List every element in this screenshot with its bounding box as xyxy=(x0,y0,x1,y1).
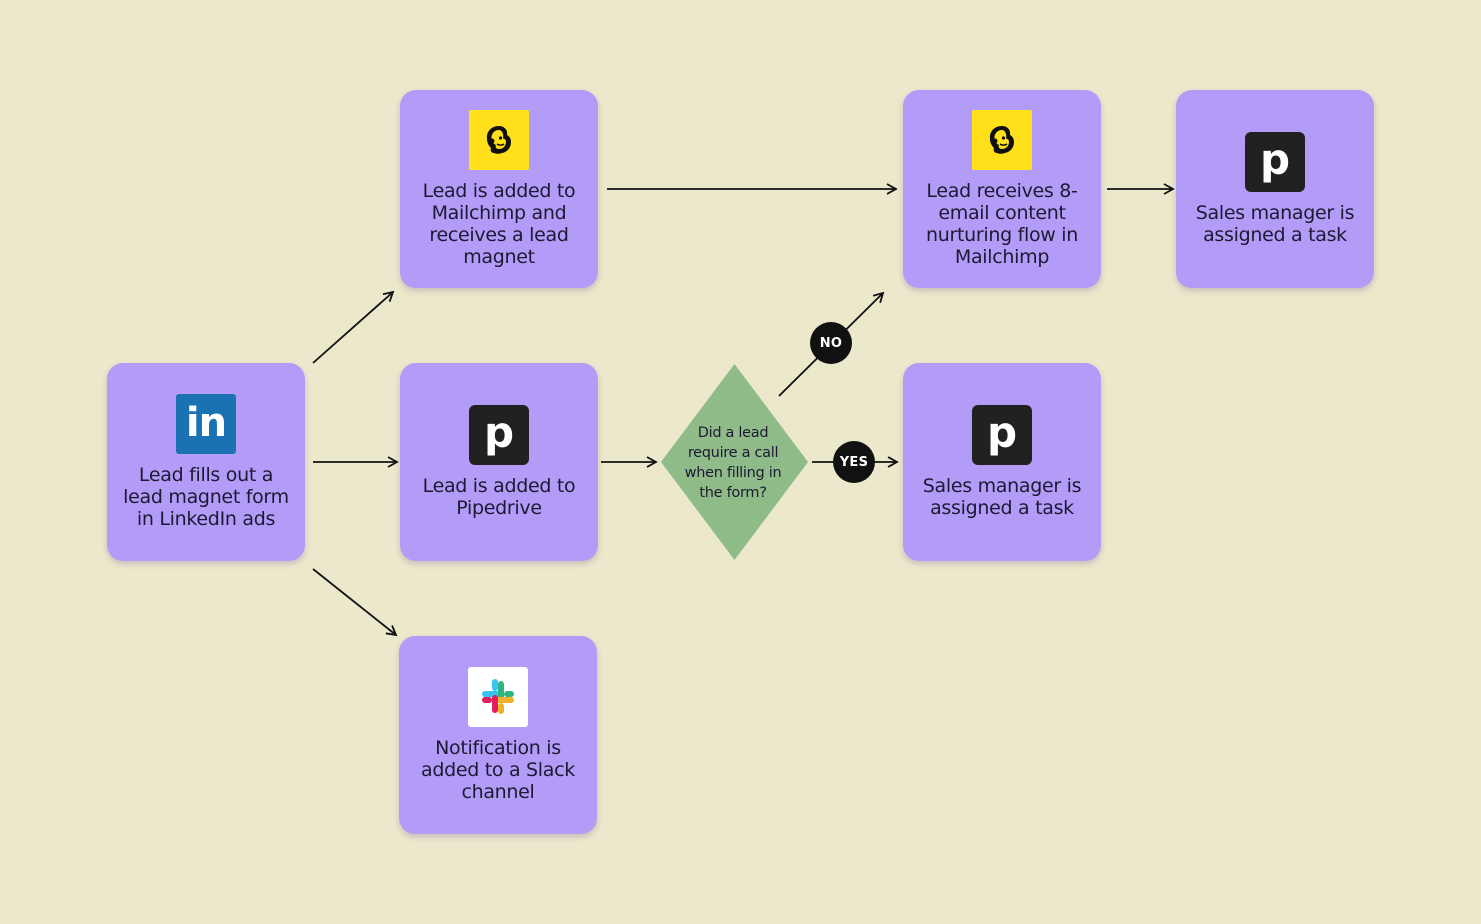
badge-yes: YES xyxy=(833,441,875,483)
node-label: Sales manager is assigned a task xyxy=(1195,202,1355,246)
arrow-linkedin-to-slack xyxy=(312,568,398,637)
arrow-linkedin-to-mailchimp xyxy=(312,290,395,364)
slack-icon xyxy=(468,667,528,727)
pipedrive-icon: p xyxy=(972,405,1032,465)
decision-label: Did a lead require a call when filling i… xyxy=(684,425,782,501)
pipedrive-icon: p xyxy=(1245,132,1305,192)
pipedrive-icon: p xyxy=(469,405,529,465)
node-task-mid[interactable]: p Sales manager is assigned a task xyxy=(903,363,1101,561)
node-label: Notification is added to a Slack channel xyxy=(421,737,575,803)
decision-diamond[interactable] xyxy=(661,364,808,560)
node-mailchimp-flow[interactable]: Lead receives 8-email content nurturing … xyxy=(903,90,1101,288)
node-slack-notify[interactable]: Notification is added to a Slack channel xyxy=(399,636,597,834)
mailchimp-icon xyxy=(469,110,529,170)
node-label: Lead fills out a lead magnet form in Lin… xyxy=(123,464,289,530)
node-label: Lead is added to Mailchimp and receives … xyxy=(422,180,576,268)
badge-no: NO xyxy=(810,322,852,364)
node-pipedrive-add[interactable]: p Lead is added to Pipedrive xyxy=(400,363,598,561)
node-mailchimp-add[interactable]: Lead is added to Mailchimp and receives … xyxy=(400,90,598,288)
mailchimp-icon xyxy=(972,110,1032,170)
node-label: Sales manager is assigned a task xyxy=(922,475,1082,519)
linkedin-icon: in xyxy=(176,394,236,454)
node-linkedin-form[interactable]: in Lead fills out a lead magnet form in … xyxy=(107,363,305,561)
node-task-top[interactable]: p Sales manager is assigned a task xyxy=(1176,90,1374,288)
node-label: Lead receives 8-email content nurturing … xyxy=(925,180,1078,268)
node-label: Lead is added to Pipedrive xyxy=(422,475,576,519)
